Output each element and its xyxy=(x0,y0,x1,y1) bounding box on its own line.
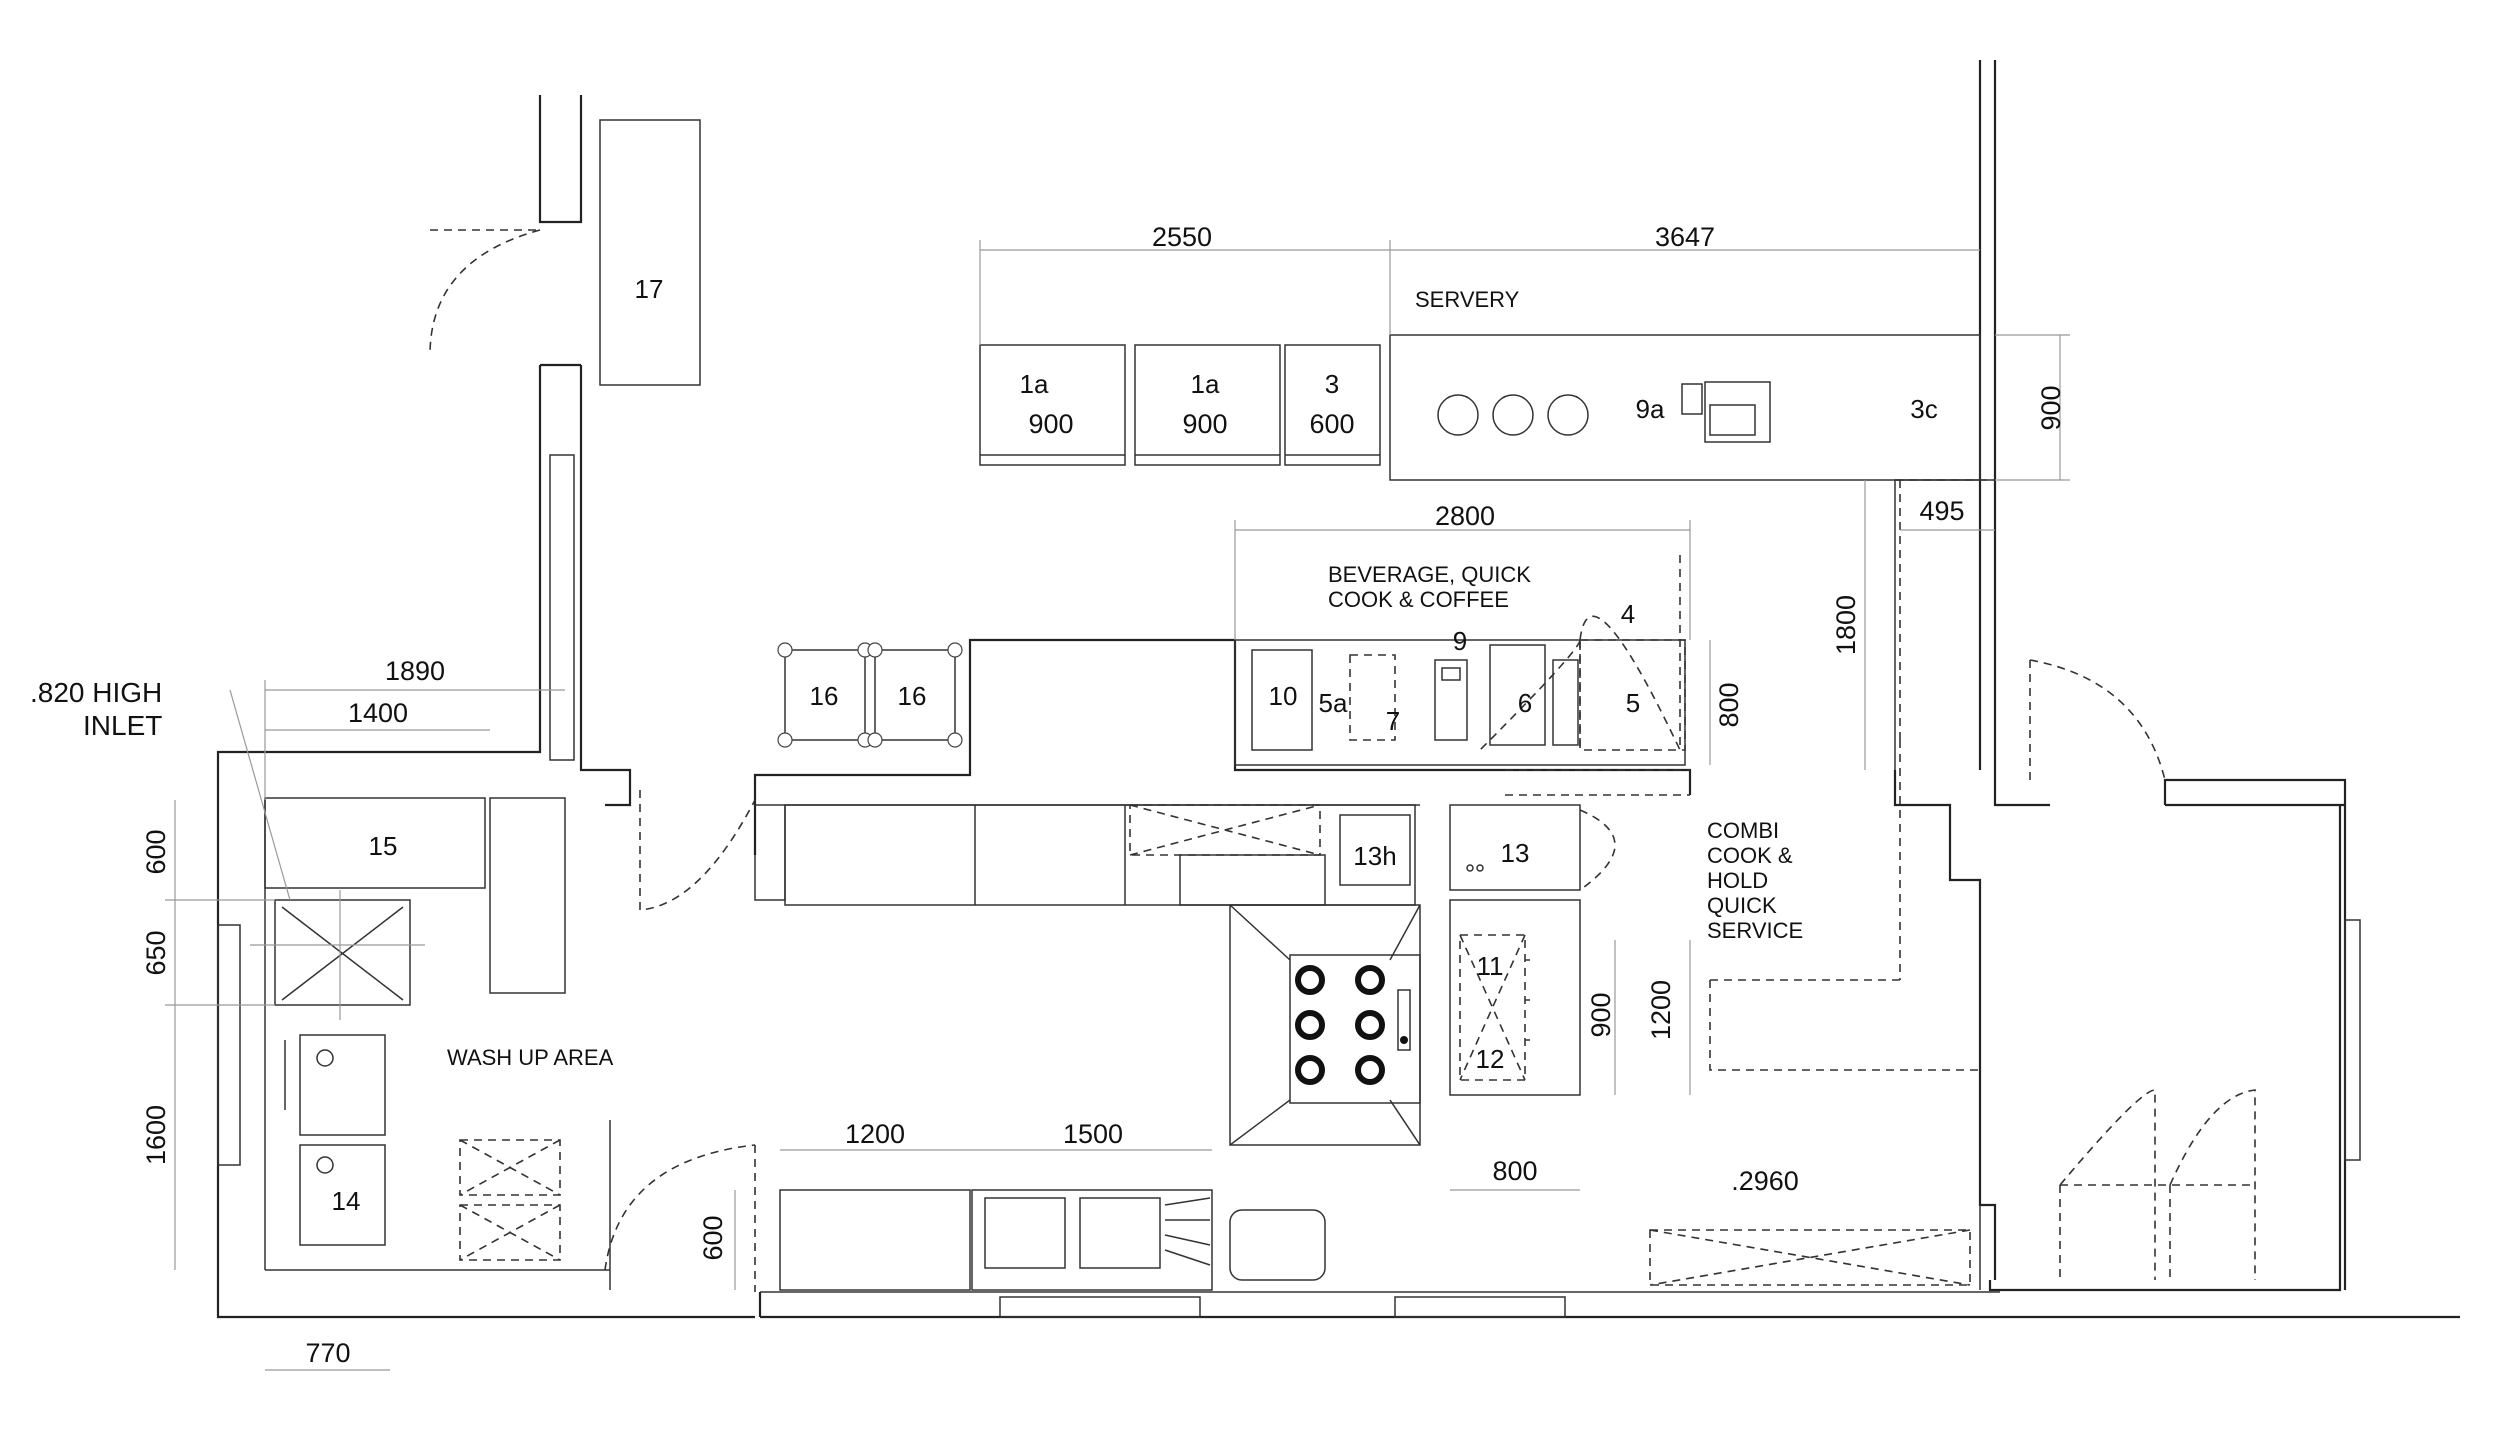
width-1a-right: 900 xyxy=(1182,409,1227,439)
tag-16-left: 16 xyxy=(810,681,839,711)
dim-1600: 1600 xyxy=(141,1105,171,1165)
tag-12: 12 xyxy=(1476,1044,1505,1074)
dim-1500: 1500 xyxy=(1063,1119,1123,1149)
servery-label: SERVERY xyxy=(1415,287,1520,312)
tag-10: 10 xyxy=(1269,681,1298,711)
tag-15: 15 xyxy=(369,831,398,861)
tag-4: 4 xyxy=(1621,599,1635,629)
combi-label-line5: SERVICE xyxy=(1707,918,1803,943)
tag-5: 5 xyxy=(1626,688,1640,718)
servery-counter xyxy=(979,334,1995,740)
dim-800-fryer: 800 xyxy=(1492,1156,1537,1186)
dim-2550: 2550 xyxy=(1152,222,1212,252)
unit-widths: 900 900 600 xyxy=(1028,409,1354,439)
tag-7: 7 xyxy=(1386,706,1400,736)
dim-600-bottom: 600 xyxy=(698,1215,728,1260)
dim-900-servery: 900 xyxy=(2036,385,2066,430)
beverage-label-line2: COOK & COFFEE xyxy=(1328,587,1509,612)
tag-5a: 5a xyxy=(1319,688,1348,718)
dimension-lines xyxy=(165,240,2070,1371)
combi-label-line3: HOLD xyxy=(1707,868,1768,893)
dim-800-beverage: 800 xyxy=(1714,682,1744,727)
dim-2800: 2800 xyxy=(1435,501,1495,531)
beverage-label-line1: BEVERAGE, QUICK xyxy=(1328,562,1531,587)
dim-1890: 1890 xyxy=(385,656,445,686)
walls xyxy=(216,60,2460,1319)
dim-1800: 1800 xyxy=(1831,595,1861,655)
combi-label-line1: COMBI xyxy=(1707,818,1779,843)
combi-zone xyxy=(1709,740,1980,1071)
dim-495: 495 xyxy=(1919,496,1964,526)
tag-9a: 9a xyxy=(1636,394,1665,424)
inlet-note-line1: .820 HIGH xyxy=(30,677,162,708)
beverage-line xyxy=(1234,639,1690,796)
tag-13h: 13h xyxy=(1353,841,1396,871)
width-1a-left: 900 xyxy=(1028,409,1073,439)
tag-14: 14 xyxy=(332,1186,361,1216)
wash-up-fixtures xyxy=(250,119,701,1261)
dim-1200-horizontal: 1200 xyxy=(845,1119,905,1149)
dim-1200-vertical: 1200 xyxy=(1646,980,1676,1040)
width-3: 600 xyxy=(1309,409,1354,439)
tag-11: 11 xyxy=(1477,951,1504,981)
dimension-text: 2550 3647 900 495 2800 1800 800 1890 140… xyxy=(141,222,2066,1368)
tag-1a-right: 1a xyxy=(1191,369,1220,399)
dim-3647: 3647 xyxy=(1655,222,1715,252)
dim-2960: .2960 xyxy=(1731,1166,1799,1196)
dim-1400: 1400 xyxy=(348,698,408,728)
doors xyxy=(429,229,2256,1292)
tag-16-right: 16 xyxy=(898,681,927,711)
tag-17: 17 xyxy=(635,274,664,304)
tag-9: 9 xyxy=(1453,626,1467,656)
tag-13: 13 xyxy=(1501,838,1530,868)
combi-label-line4: QUICK xyxy=(1707,893,1777,918)
tables-16 xyxy=(777,642,963,748)
inlet-note-line2: INLET xyxy=(83,710,162,741)
tag-3c: 3c xyxy=(1910,394,1937,424)
combi-label-line2: COOK & xyxy=(1707,843,1793,868)
equipment-tags: 1a 1a 3 9a 3c 4 9 10 5a 7 6 5 16 16 13h … xyxy=(332,274,1938,1216)
bottom-counter xyxy=(779,1189,1971,1291)
dim-770: 770 xyxy=(305,1338,350,1368)
tag-6: 6 xyxy=(1518,688,1532,718)
dim-650: 650 xyxy=(141,930,171,975)
area-labels: SERVERY BEVERAGE, QUICK COOK & COFFEE CO… xyxy=(30,287,1803,1070)
dim-900-fryer: 900 xyxy=(1586,992,1616,1037)
dim-600-wash: 600 xyxy=(141,829,171,874)
wash-up-label: WASH UP AREA xyxy=(447,1045,614,1070)
tag-3: 3 xyxy=(1325,369,1339,399)
tag-1a-left: 1a xyxy=(1020,369,1049,399)
central-cook-line xyxy=(784,804,1581,1146)
